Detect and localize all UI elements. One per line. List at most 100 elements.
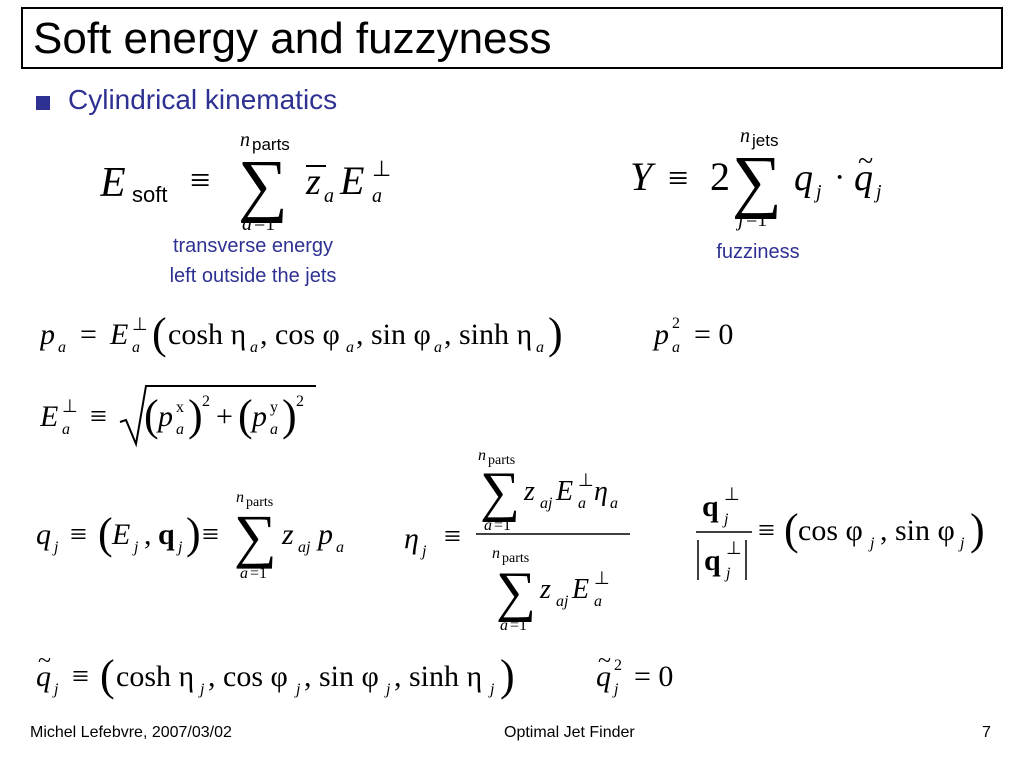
svg-text:parts: parts — [252, 135, 290, 154]
svg-text:⊥: ⊥ — [372, 156, 391, 181]
svg-text:≡: ≡ — [190, 160, 210, 200]
svg-text:⊥: ⊥ — [62, 396, 78, 416]
footer-title: Optimal Jet Finder — [504, 724, 635, 741]
svg-text:·: · — [834, 159, 845, 196]
svg-text:aj: aj — [298, 539, 311, 556]
svg-text:=: = — [80, 318, 97, 351]
svg-text:q: q — [854, 157, 873, 199]
equation-q-tilde: q ~ j ≡ ( cosh η j , cos φ j , sin φ j ,… — [36, 644, 736, 710]
svg-text:2: 2 — [614, 657, 622, 674]
note-soft-energy: transverse energy left outside the jets — [130, 231, 376, 291]
svg-text:p: p — [250, 400, 267, 433]
equation-y: Y ≡ 2 n jets ∑ j =1 q j · q ~ j — [630, 124, 920, 234]
equation-e-soft: E soft ≡ n parts ∑ a =1 z a E a ⊥ — [99, 126, 420, 236]
svg-text:parts: parts — [488, 453, 515, 468]
svg-text:, sin φ: , sin φ — [880, 514, 955, 547]
svg-text:p: p — [316, 518, 333, 551]
svg-text:η: η — [594, 476, 608, 507]
svg-text:E: E — [339, 158, 364, 203]
svg-text:, cos φ: , cos φ — [208, 660, 288, 693]
svg-text:p: p — [40, 318, 55, 351]
svg-text:E: E — [109, 318, 128, 351]
bullet-heading: Cylindrical kinematics — [68, 84, 338, 115]
svg-text:q: q — [36, 660, 51, 693]
svg-text:a: a — [610, 495, 618, 512]
svg-text:E: E — [555, 476, 573, 507]
svg-text:parts: parts — [246, 495, 273, 510]
svg-text:a: a — [536, 339, 544, 356]
equation-p-a: p a = E a ⊥ ( cosh η a , cos φ a , sin φ… — [38, 306, 760, 366]
svg-text:a: a — [242, 213, 252, 235]
svg-text:): ) — [548, 309, 563, 358]
svg-text:≡: ≡ — [668, 158, 688, 198]
svg-text:+: + — [216, 400, 233, 433]
svg-text:≡: ≡ — [758, 514, 775, 547]
equation-e-perp: E a ⊥ ≡ ( p a x ) 2 + ( p a y ) 2 — [39, 380, 340, 450]
equation-y-svg: Y ≡ 2 n jets ∑ j =1 q j · q ~ j — [630, 125, 882, 231]
svg-text:j: j — [420, 543, 427, 560]
svg-text:a: a — [484, 517, 492, 534]
svg-text:=1: =1 — [746, 209, 767, 231]
equation-q-tilde-svg: q ~ j ≡ ( cosh η j , cos φ j , sin φ j ,… — [36, 648, 673, 700]
svg-text:2: 2 — [672, 315, 680, 332]
svg-text:a: a — [372, 185, 382, 207]
svg-text:∑: ∑ — [234, 503, 277, 569]
svg-text:jets: jets — [751, 131, 778, 150]
svg-text:≡: ≡ — [202, 518, 219, 551]
svg-text:⊥: ⊥ — [578, 470, 594, 490]
svg-text:q: q — [794, 157, 813, 199]
svg-text:(: ( — [100, 651, 115, 700]
svg-text:a: a — [500, 617, 508, 634]
title-box: Soft energy and fuzzyness — [21, 7, 1003, 69]
svg-text:~: ~ — [858, 146, 873, 177]
svg-text:y: y — [270, 399, 278, 416]
svg-text:(: ( — [98, 509, 113, 558]
svg-text:j: j — [612, 681, 619, 698]
svg-text:⊥: ⊥ — [726, 538, 742, 558]
svg-text:a: a — [324, 185, 334, 207]
svg-text:(: ( — [238, 391, 253, 440]
svg-text:η: η — [404, 522, 419, 555]
svg-text:∑: ∑ — [238, 147, 288, 224]
svg-text:j: j — [722, 511, 729, 528]
svg-text:q: q — [702, 490, 719, 523]
equation-q-j: q j ≡ ( E j , q j ) ≡ n parts ∑ a =1 z a… — [36, 486, 366, 586]
svg-text:, sinh η: , sinh η — [444, 318, 532, 351]
svg-text:(: ( — [152, 309, 167, 358]
svg-text:aj: aj — [556, 593, 569, 610]
note-soft-line2: left outside the jets — [169, 265, 337, 287]
svg-text:a: a — [250, 339, 258, 356]
svg-text:z: z — [523, 476, 535, 507]
footer-author-date: Michel Lefebvre, 2007/03/02 — [30, 724, 232, 741]
svg-text:a: a — [176, 421, 184, 438]
svg-text:p: p — [156, 400, 173, 433]
svg-text:p: p — [652, 318, 669, 351]
svg-text:x: x — [176, 399, 184, 416]
svg-text:a: a — [346, 339, 354, 356]
svg-text:a: a — [58, 339, 66, 356]
svg-text:, sin φ: , sin φ — [304, 660, 379, 693]
svg-text:E: E — [40, 400, 58, 433]
svg-text:2: 2 — [710, 154, 730, 199]
svg-text:): ) — [186, 509, 201, 558]
svg-text:a: a — [270, 421, 278, 438]
svg-text:2: 2 — [296, 393, 304, 410]
svg-text:j: j — [52, 681, 59, 698]
svg-text:⊥: ⊥ — [594, 568, 610, 588]
svg-text:=1: =1 — [250, 565, 267, 582]
svg-text:∑: ∑ — [480, 461, 520, 523]
svg-text:E: E — [111, 518, 130, 551]
equation-p-a-svg: p a = E a ⊥ ( cosh η a , cos φ a , sin φ… — [38, 309, 733, 358]
svg-text:z: z — [305, 161, 321, 203]
svg-text:≡: ≡ — [72, 660, 89, 693]
note-soft-line1: transverse energy — [172, 235, 334, 257]
footer-page-number: 7 — [982, 724, 991, 741]
svg-text:): ) — [282, 391, 297, 440]
svg-text:soft: soft — [132, 182, 167, 207]
svg-text:= 0: = 0 — [694, 318, 733, 351]
svg-text:z: z — [539, 574, 551, 605]
svg-text:, sin φ: , sin φ — [356, 318, 431, 351]
svg-text:a: a — [62, 421, 70, 438]
svg-text:j: j — [868, 535, 875, 552]
svg-text:j: j — [132, 539, 139, 556]
